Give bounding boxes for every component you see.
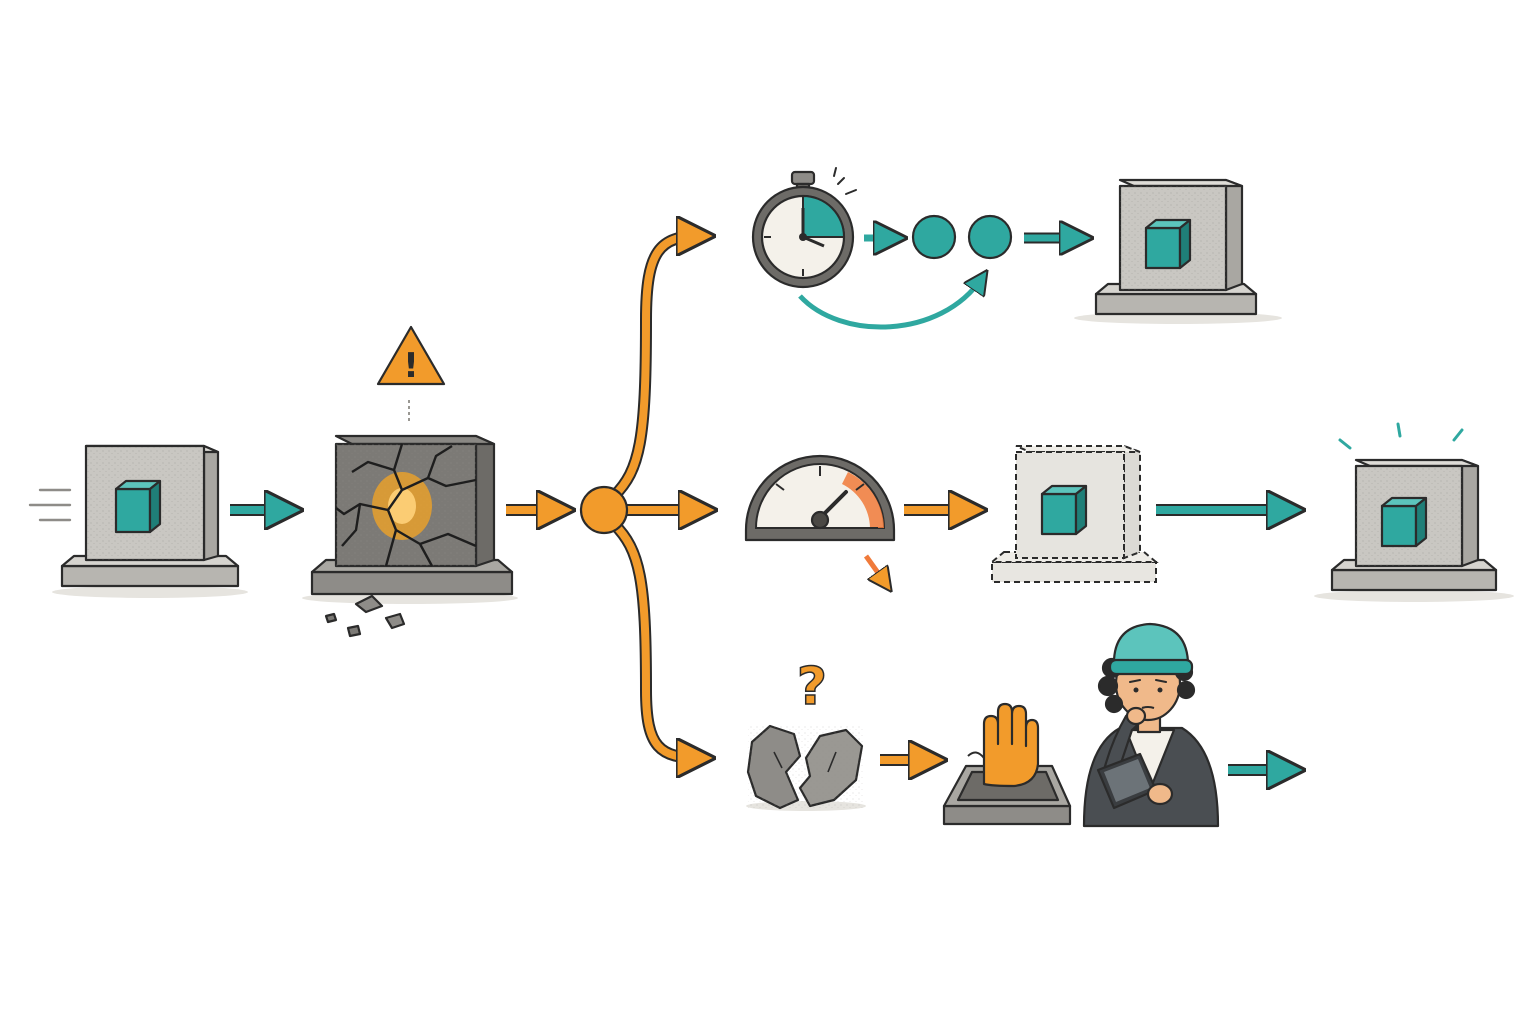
person-with-tablet-icon <box>1082 622 1220 828</box>
data-cube-icon <box>114 479 162 534</box>
ghost-block-icon <box>989 444 1159 583</box>
warning-glyph: ! <box>403 346 419 386</box>
queue-dots-icon <box>911 214 1013 260</box>
broken-stone-icon <box>746 724 866 811</box>
motion-lines-icon <box>28 488 72 522</box>
degrade-down-arrow-icon <box>863 554 886 584</box>
debris-fragments <box>324 594 406 638</box>
cracked-stone-block-icon <box>302 434 518 604</box>
input-stone-block <box>52 444 248 598</box>
data-cube-icon <box>1380 496 1428 548</box>
stopwatch-icon <box>751 167 857 289</box>
retried-stone-block <box>1074 178 1282 324</box>
gauge-icon <box>744 454 896 542</box>
data-cube-icon <box>1040 484 1088 536</box>
warning-triangle-icon: ! <box>376 325 446 386</box>
data-cube-icon <box>1144 218 1192 270</box>
restored-block-icon <box>1314 422 1514 602</box>
branch-paths <box>609 236 702 758</box>
branch-node-icon <box>579 485 629 535</box>
retry-loop-arrow-icon <box>798 278 982 330</box>
question-mark-icon: ? <box>796 656 828 718</box>
stop-hand-icon <box>942 702 1072 826</box>
question-glyph: ? <box>797 657 827 717</box>
sparkle-lines <box>1338 422 1464 450</box>
